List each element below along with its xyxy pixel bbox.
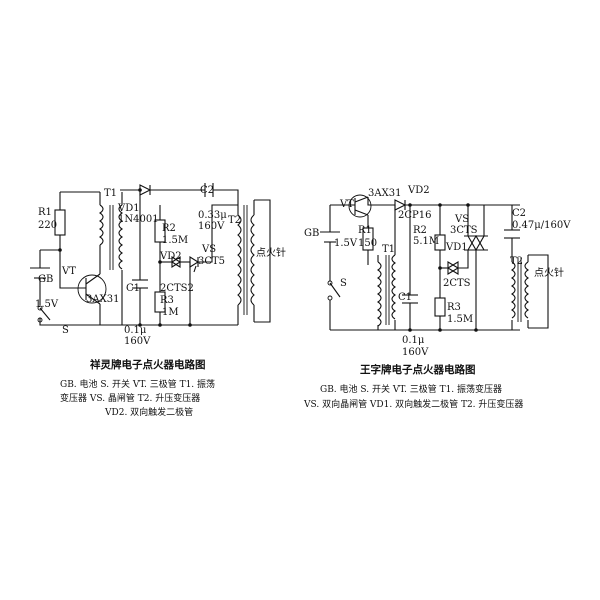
right-label-c2-value: 0.47μ/160V <box>512 220 571 231</box>
right-r1-resistor <box>362 227 374 251</box>
left-label-vd2: VD2 <box>159 251 182 262</box>
right-diagram-title: 王字牌电子点火器电路图 <box>360 363 476 376</box>
left-label-r3: R3 <box>160 295 174 306</box>
right-label-r2: R2 <box>413 225 427 236</box>
left-label-vs-part: 3CT5 <box>198 256 225 267</box>
left-r3-resistor <box>154 291 166 313</box>
right-label-vd2-part: 2CP16 <box>398 210 431 221</box>
right-label-r1-value: 150 <box>358 238 377 249</box>
right-battery-gb <box>320 231 340 243</box>
left-label-ignition-needle: 点火针 <box>256 246 286 259</box>
left-legend-line-3: VD2. 双向触发二极管 <box>104 406 193 418</box>
left-diagram-title: 祥灵牌电子点火器电路图 <box>90 358 206 371</box>
left-legend-line-1: GB. 电池 S. 开关 VT. 三极管 T1. 振荡 <box>60 378 215 390</box>
right-label-t1: T1 <box>382 244 395 255</box>
left-label-c1-value: 0.1μ <box>124 325 147 336</box>
right-label-r3-value: 1.5M <box>447 314 473 325</box>
left-label-vd2-part: 2CTS2 <box>160 283 194 294</box>
right-capacitor-c1 <box>402 294 418 304</box>
right-label-c2: C2 <box>512 208 526 219</box>
left-label-vt-part: 3AX31 <box>86 294 119 305</box>
right-label-vd1-part: 2CTS <box>443 278 471 289</box>
right-label-vt-part: 3AX31 <box>368 188 401 199</box>
right-label-t2: T2 <box>510 256 523 267</box>
left-thyristor-vs <box>189 256 200 273</box>
right-label-gb-value: 1.5V <box>334 238 358 249</box>
right-diode-vd1 <box>446 250 469 275</box>
left-transformer-t1 <box>99 204 123 270</box>
left-label-r1: R1 <box>38 207 52 218</box>
left-capacitor-c2 <box>204 183 214 197</box>
left-label-c2-voltage: 160V <box>198 221 225 232</box>
right-circuit: 3AX31 VD2 VT 2CP16 GB 1.5V R1 150 R2 5.1… <box>303 185 571 410</box>
right-label-r2-value: 5.1M <box>413 236 439 247</box>
right-legend-line-1: GB. 电池 S. 开关 VT. 三极管 T1. 振荡变压器 <box>320 383 502 395</box>
left-label-r2-value: 1.5M <box>162 235 188 246</box>
right-label-c1-voltage: 160V <box>402 347 429 358</box>
right-transformer-t2 <box>511 258 529 322</box>
right-diode-vd2 <box>394 199 407 211</box>
left-transistor-vt <box>77 274 107 304</box>
left-label-t1: T1 <box>104 188 117 199</box>
right-label-r1: R1 <box>358 225 372 236</box>
right-label-c1-value: 0.1μ <box>402 335 425 346</box>
left-label-vt: VT <box>61 266 76 277</box>
right-legend-line-2: VS. 双向晶闸管 VD1. 双向触发二极管 T2. 升压变压器 <box>303 398 523 410</box>
left-wires <box>39 189 271 326</box>
right-label-vd2: VD2 <box>407 185 430 196</box>
right-label-ignition-needle: 点火针 <box>534 266 564 279</box>
right-label-gb: GB <box>304 228 319 239</box>
right-label-vs-part: 3CTS <box>450 225 478 236</box>
left-label-c1: C1 <box>126 283 140 294</box>
right-label-c1: C1 <box>398 292 412 303</box>
right-label-s: S <box>340 278 347 289</box>
left-label-r1-value: 220 <box>38 220 57 231</box>
right-triac-vs <box>464 234 488 252</box>
left-legend-line-2: 变压器 VS. 晶闸管 T2. 升压变压器 <box>60 392 200 404</box>
right-transistor-vt <box>348 194 372 218</box>
right-label-vd1: VD1 <box>445 242 468 253</box>
left-circuit: R1 220 T1 VD1 1N4001 C2 0.33μ 160V T2 R2… <box>30 183 286 418</box>
right-r2-resistor <box>434 234 446 251</box>
left-capacitor-c1 <box>132 279 148 289</box>
right-capacitor-c2 <box>504 229 520 239</box>
left-label-s: S <box>62 325 69 336</box>
left-label-r3-value: 1M <box>162 307 179 318</box>
left-diode-vd2 <box>170 256 182 268</box>
left-r2-resistor <box>154 219 166 243</box>
right-label-r3: R3 <box>447 302 461 313</box>
left-label-vd1-part: 1N4001 <box>118 214 159 225</box>
left-label-c2: C2 <box>200 185 214 196</box>
left-label-vs: VS <box>201 244 216 255</box>
left-r1-resistor <box>54 209 66 236</box>
right-label-vs: VS <box>454 214 469 225</box>
right-switch-s <box>327 280 341 301</box>
left-switch-s <box>37 305 51 323</box>
left-label-vd1: VD1 <box>117 203 140 214</box>
right-label-vt: VT <box>339 199 354 210</box>
left-transformer-t2 <box>237 205 255 315</box>
right-transformer-t1 <box>377 254 396 327</box>
left-label-gb: GB <box>38 274 53 285</box>
right-wires <box>329 196 549 331</box>
left-label-r2: R2 <box>162 223 176 234</box>
left-battery-gb <box>30 267 50 279</box>
left-label-gb-value: 1.5V <box>35 299 59 310</box>
left-label-c2-value: 0.33μ <box>198 210 227 221</box>
left-label-c1-voltage: 160V <box>124 336 151 347</box>
left-label-t2: T2 <box>228 215 241 226</box>
right-r3-resistor <box>434 297 446 317</box>
